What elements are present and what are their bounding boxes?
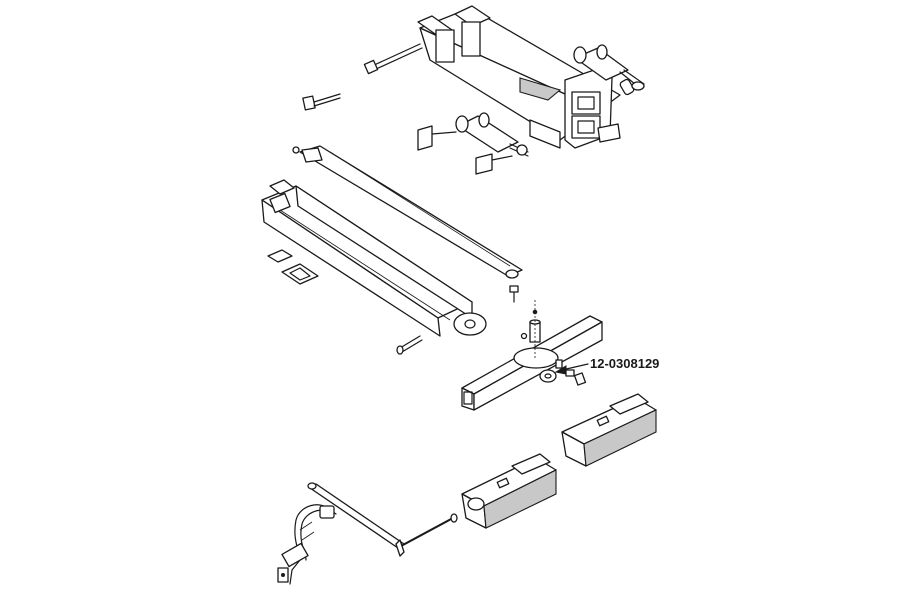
frame-post-right (461, 21, 481, 57)
pad-middle (267, 249, 293, 263)
ratchet-strap (277, 504, 337, 585)
receiver-clip (597, 123, 621, 143)
link-rod (292, 145, 523, 279)
main-arm-eye (453, 312, 487, 336)
part-number-label: 12-0308129 (590, 356, 659, 371)
bolt-upper-left (302, 93, 341, 111)
arm-end-bolt (509, 285, 519, 303)
hydraulic-cylinder-right (573, 44, 645, 96)
cross-bar-ring (539, 369, 557, 383)
frame-pin (371, 43, 421, 67)
link-rod-screw (292, 146, 300, 154)
cushion-block-right (561, 393, 657, 467)
strap-buckle (319, 505, 335, 519)
hardware-washer (565, 369, 575, 377)
callout-arrowhead (554, 365, 567, 375)
main-arm-socket (269, 192, 291, 214)
arm-pivot-pin (396, 335, 423, 355)
receiver-side-plate (529, 119, 561, 149)
ratchet-body (281, 542, 309, 568)
receiver-lower-box (571, 115, 601, 139)
callout-hardware (555, 359, 587, 386)
receiver-gusset (519, 77, 562, 101)
cushion-block-left (461, 453, 557, 529)
hydraulic-cylinder-middle (455, 112, 529, 157)
hardware-bolt (573, 372, 587, 386)
cylinder-pin-brackets (417, 125, 513, 175)
frame-post-left (435, 29, 455, 63)
handle-bar-short (397, 515, 457, 549)
hitch-frame-assembly (363, 5, 621, 149)
main-arm (261, 185, 487, 337)
handle-bar (307, 482, 458, 557)
cross-bar-hub (513, 347, 559, 369)
frame-pin-head (363, 59, 379, 75)
pad-large (281, 263, 319, 285)
cross-bar-assembly (461, 300, 603, 411)
receiver-upper-box (571, 91, 601, 115)
main-arm-side (261, 199, 441, 337)
part-number-callout: 12-0308129 (554, 356, 659, 375)
pad-top (269, 179, 295, 195)
arm-pads (267, 179, 319, 285)
hardware-nut (555, 359, 563, 369)
